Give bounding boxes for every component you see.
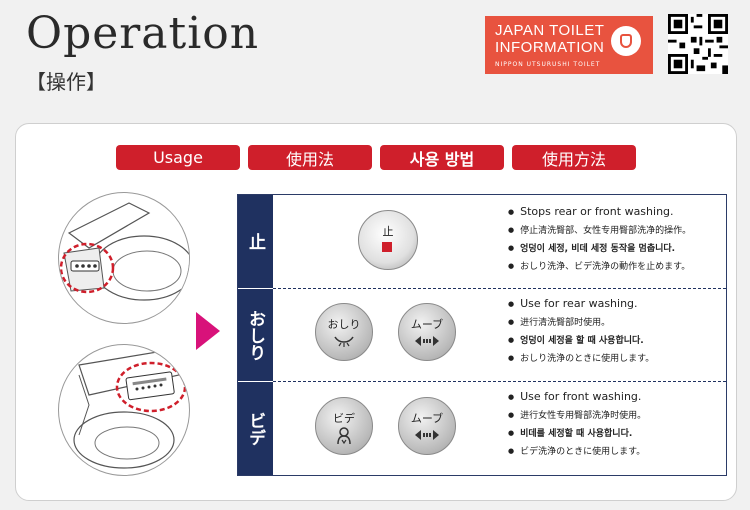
row-divider — [273, 288, 726, 289]
logo-line-3: NIPPON UTSURUSHI TOILET — [495, 61, 601, 68]
bidet-description-list: Use for front washing. 进行女性专用臀部洗净时使用。 비데… — [508, 388, 646, 461]
stop-description-list: Stops rear or front washing. 停止清洗臀部、女性专用… — [508, 203, 691, 276]
rear-wash-icon — [334, 336, 354, 347]
toilet-logo-icon — [611, 26, 641, 56]
list-item: 进行女性专用臀部洗净时使用。 — [508, 407, 646, 425]
list-item: Stops rear or front washing. — [508, 203, 691, 222]
tab-usage-korean: 사용 방법 — [380, 145, 504, 170]
list-item: Use for front washing. — [508, 388, 646, 407]
japan-toilet-information-logo: JAPAN TOILET INFORMATION NIPPON UTSURUSH… — [485, 16, 653, 74]
row-divider — [273, 381, 726, 382]
table-row: 止 止 Stops rear or front washing. 停止清洗臀部、… — [238, 195, 726, 288]
move-button-rear[interactable]: ムーブ — [398, 303, 456, 361]
table-row: おしり おしり ムーブ Use for rear washing. 进行清洗臀部… — [238, 289, 726, 381]
bidet-wash-icon — [337, 427, 351, 445]
list-item: Use for rear washing. — [508, 295, 654, 314]
move-arrows-icon — [415, 336, 439, 346]
stop-button-label: 止 — [382, 225, 394, 238]
list-item: 엉덩이 세정, 비데 세정 동작을 멈춥니다. — [508, 240, 691, 258]
move-button-rear-label: ムーブ — [410, 318, 444, 331]
toilet-illustration-top — [58, 192, 190, 324]
qr-code-icon — [668, 14, 728, 74]
list-item: 비데를 세정할 때 사용합니다. — [508, 425, 646, 443]
move-button-bidet[interactable]: ムーブ — [398, 397, 456, 455]
operation-table: 止 止 Stops rear or front washing. 停止清洗臀部、… — [237, 194, 727, 476]
toilet-illustration-side — [58, 344, 190, 476]
bidet-wash-button[interactable]: ビデ — [315, 397, 373, 455]
move-arrows-icon — [415, 430, 439, 440]
row-label-bidet: ビデ — [238, 382, 273, 475]
rear-wash-button-label: おしり — [327, 318, 361, 331]
list-item: 엉덩이 세정을 할 때 사용합니다. — [508, 332, 654, 350]
row-label-stop: 止 — [238, 195, 273, 288]
logo-line-2: INFORMATION — [495, 39, 605, 56]
list-item: おしり洗浄、ビデ洗浄の動作を止めます。 — [508, 258, 691, 276]
rear-wash-button[interactable]: おしり — [315, 303, 373, 361]
pointer-arrow-icon — [196, 312, 220, 350]
stop-button[interactable]: 止 — [358, 210, 418, 270]
move-button-bidet-label: ムーブ — [410, 412, 444, 425]
page-subtitle: 【操作】 — [26, 70, 106, 94]
bidet-wash-button-label: ビデ — [333, 412, 355, 425]
list-item: 进行清洗臀部时使用。 — [508, 314, 654, 332]
table-row: ビデ ビデ ムーブ Use for front washing. 进行女性专用臀… — [238, 382, 726, 475]
logo-line-1: JAPAN TOILET — [495, 22, 605, 39]
list-item: おしり洗浄のときに使用します。 — [508, 350, 654, 368]
tab-usage-chinese-traditional: 使用方法 — [512, 145, 636, 170]
page-title: Operation — [26, 8, 260, 59]
tab-usage-chinese: 使用法 — [248, 145, 372, 170]
rear-description-list: Use for rear washing. 进行清洗臀部时使用。 엉덩이 세정을… — [508, 295, 654, 368]
row-label-rear: おしり — [238, 289, 273, 381]
list-item: ビデ洗浄のときに使用します。 — [508, 443, 646, 461]
stop-square-icon — [382, 242, 392, 252]
list-item: 停止清洗臀部、女性专用臀部洗净的操作。 — [508, 222, 691, 240]
tab-usage-english: Usage — [116, 145, 240, 170]
